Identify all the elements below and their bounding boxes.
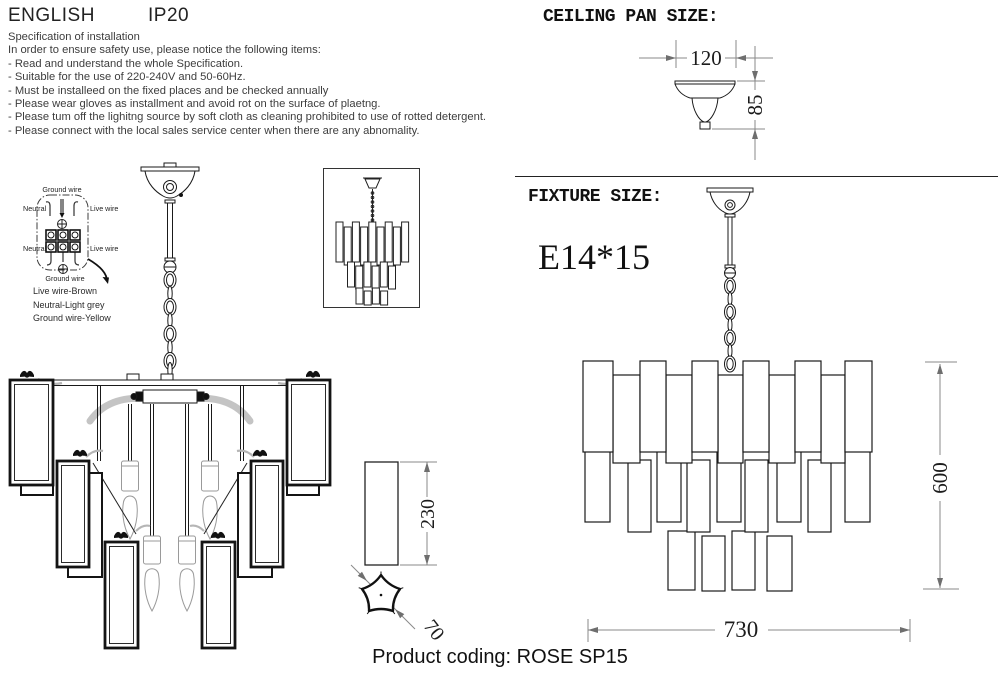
spec-item: - Suitable for the use of 220-240V and 5… [8,71,246,84]
ceiling-pan-title: CEILING PAN SIZE: [543,7,719,27]
wiring-diagram: Ground wire Neutral Live wire Neutral Li… [23,185,118,284]
frame-plate-and-hub [49,373,291,404]
dimension-arrows [424,462,430,565]
fixture-height-value: 600 [928,462,952,494]
dimension-600 [923,361,959,590]
crystal-tier-top [582,360,873,464]
ceiling-canopy-profile [674,80,736,130]
lamp-rods [97,386,244,536]
exploded-assembly-drawing [8,162,332,650]
dimension-arrows [588,364,943,633]
lamp-spec: E14*15 [538,237,650,277]
fixture-chain [724,277,736,373]
crystal-cross-value: 70 [419,616,449,645]
assembly-guide-lines [92,462,248,535]
crystal-cross-section [357,571,405,619]
spec-item: - Read and understand the whole Specific… [8,57,244,70]
installation-spec: Specification of installation In order t… [8,31,486,138]
crystal-panel-side-view [364,461,399,566]
crystal-length-value: 230 [417,499,439,529]
fixture-diameter-value: 730 [724,617,759,642]
spec-item: - Please connect with the local sales se… [8,124,420,137]
crystal-panels [8,378,332,650]
terminal-block [45,229,81,253]
dimension-730 [587,619,911,642]
spec-item: - Must be installeed on the fixed places… [8,84,329,97]
wingnut-clips [20,370,320,539]
neutral-label: Neutral [23,204,47,213]
fixture-drawing: 600 730 [582,187,959,642]
neutral-label: Neutral [23,244,47,253]
language-label: ENGLISH [8,5,95,26]
wiring-legend: Live wire-Brown Neutral-Light grey Groun… [33,285,111,326]
crystal-tier-middle [584,447,871,533]
crystal-panel-detail: 230 70 [350,461,449,645]
spec-title: Specification of installation [8,31,140,43]
ceiling-pan-height-value: 85 [743,95,767,116]
assembly-canopy [140,162,200,274]
spec-intro: In order to ensure safety use, please no… [8,44,321,57]
ground-symbols [57,213,68,274]
ceiling-pan-width-value: 120 [690,46,722,70]
wires [45,199,80,266]
chandelier-thumbnail-drawing [335,177,410,306]
ground-wire-top-label: Ground wire [42,185,81,194]
fixture-size-title: FIXTURE SIZE: [528,187,662,207]
live-wire-label: Live wire [90,204,118,213]
candle-bulbs [121,460,219,613]
section-divider [515,176,998,177]
product-coding: Product coding: ROSE SP15 [372,646,628,668]
spec-item: - Please wear gloves as installment and … [8,98,381,111]
assembly-chain [163,271,177,378]
fixture-canopy [706,187,754,279]
dimension-arrows [666,55,758,139]
live-wire-label: Live wire [90,244,118,253]
legend-live: Live wire-Brown [33,286,98,296]
legend-neutral: Neutral-Light grey [33,299,105,310]
spec-item: - Please tum off the lighitng source by … [8,111,487,124]
crystal-tier-bottom [667,530,793,592]
legend-ground: Ground wire-Yellow [33,313,111,323]
chandelier-thumbnail [323,168,420,308]
ground-wire-bottom-label: Ground wire [45,274,84,283]
pointer-arrow [87,258,109,284]
ip-rating-label: IP20 [148,5,190,26]
ceiling-pan-drawing: 120 85 [639,40,773,160]
